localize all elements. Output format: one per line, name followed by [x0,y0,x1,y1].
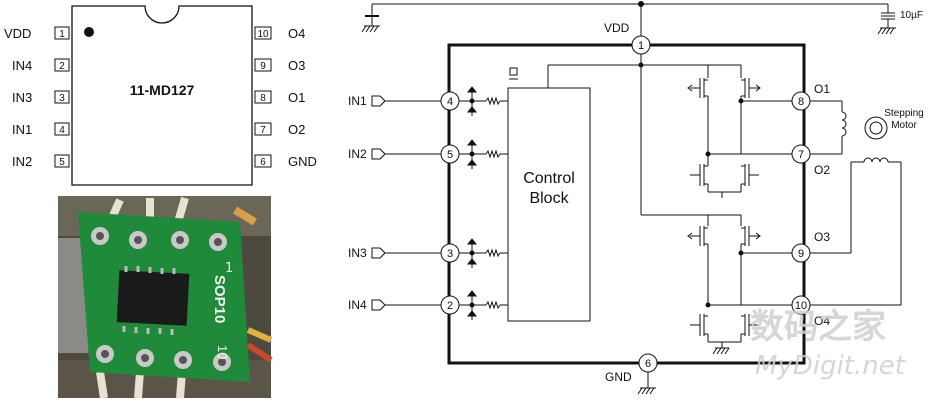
pin-6-number: 6 [645,358,651,370]
pin-4-number: 4 [447,96,453,108]
right-pin-10: 10 O4 [254,26,305,41]
right-pin-9: 9 O3 [254,58,305,73]
svg-text:IN3: IN3 [12,90,32,105]
motor-wiring [810,100,902,306]
output-label-o2: O2 [814,163,830,177]
schematic [361,1,902,395]
pin-1-number: 1 [638,40,644,52]
svg-text:IN4: IN4 [12,58,32,73]
left-pin-2: 2 IN4 [12,58,70,73]
svg-text:3: 3 [59,93,65,104]
control-block-line2: Block [529,190,569,207]
pin-9-number: 9 [798,248,804,260]
input-label-in4: IN4 [348,298,367,312]
svg-text:O3: O3 [288,58,305,73]
pin-8-number: 8 [798,96,804,108]
watermark: 数码之家 MyDigit.net [750,307,906,381]
h-bridge-lower [687,215,792,355]
pin-3-number: 3 [447,248,453,260]
pin-10-number: 10 [795,300,807,312]
svg-text:2: 2 [59,61,65,72]
h-bridge-upper [687,65,792,198]
motor-label-line2: Motor [891,120,917,131]
part-number: 11-MD127 [130,82,195,98]
vdd-label: VDD [604,21,630,35]
watermark-chinese: 数码之家 [750,307,886,347]
board-text-sop10: SOP10 [211,275,228,323]
left-pin-5: 5 IN2 [12,154,70,169]
motor-label-line1: Stepping [884,108,923,119]
ic-outline [447,43,806,365]
schematic-labels: VDD GND 10µF 1 6 Control Block IN1 4 IN2… [348,10,924,384]
right-pin-8: 8 O1 [254,90,305,105]
svg-text:IN1: IN1 [12,122,32,137]
bulk-capacitor [877,4,896,35]
right-pin-6: 6 GND [254,154,317,169]
input-channel-in2 [371,139,508,169]
svg-text:1: 1 [59,29,65,40]
output-label-o1: O1 [814,82,830,96]
input-channel-in3 [371,238,508,268]
package-pinout: 11-MD127 1 VDD 2 IN4 3 IN3 4 IN1 5 IN2 [4,5,317,186]
package-body [71,5,253,186]
svg-text:VDD: VDD [4,26,31,41]
control-block-line1: Control [523,170,575,187]
svg-text:4: 4 [59,125,65,136]
ic-chip [116,270,190,326]
cap-label: 10µF [900,10,923,21]
output-label-o4: O4 [814,314,830,328]
input-label-in3: IN3 [348,246,367,260]
svg-text:8: 8 [260,93,266,104]
svg-text:9: 9 [260,61,266,72]
pin1-dot [84,27,94,37]
input-channel-in4 [371,290,508,320]
svg-text:O4: O4 [288,26,305,41]
input-label-in2: IN2 [348,147,367,161]
control-block [507,87,591,322]
pin-5-number: 5 [447,149,453,161]
watermark-site: MyDigit.net [755,351,906,381]
svg-text:GND: GND [288,154,317,169]
svg-text:6: 6 [260,157,266,168]
input-channel-in1 [371,86,508,116]
module-photo: 1 SOP10 10 [58,196,273,399]
svg-text:O2: O2 [288,122,305,137]
left-pin-3: 3 IN3 [12,90,70,105]
input-label-in1: IN1 [348,94,367,108]
left-capacitor [361,4,380,33]
left-pin-4: 4 IN1 [12,122,70,137]
board-text-10: 10 [215,345,230,359]
svg-text:10: 10 [257,29,269,40]
svg-text:5: 5 [59,157,65,168]
svg-text:7: 7 [260,125,266,136]
board-text-1: 1 [225,261,233,276]
pin-7-number: 7 [798,149,804,161]
gnd-label: GND [605,370,632,384]
left-pin-1: 1 VDD [4,26,70,41]
pin-2-number: 2 [447,300,453,312]
right-pin-7: 7 O2 [254,122,305,137]
stepping-motor-icon [864,116,888,140]
svg-text:IN2: IN2 [12,154,32,169]
output-label-o3: O3 [814,230,830,244]
svg-text:O1: O1 [288,90,305,105]
